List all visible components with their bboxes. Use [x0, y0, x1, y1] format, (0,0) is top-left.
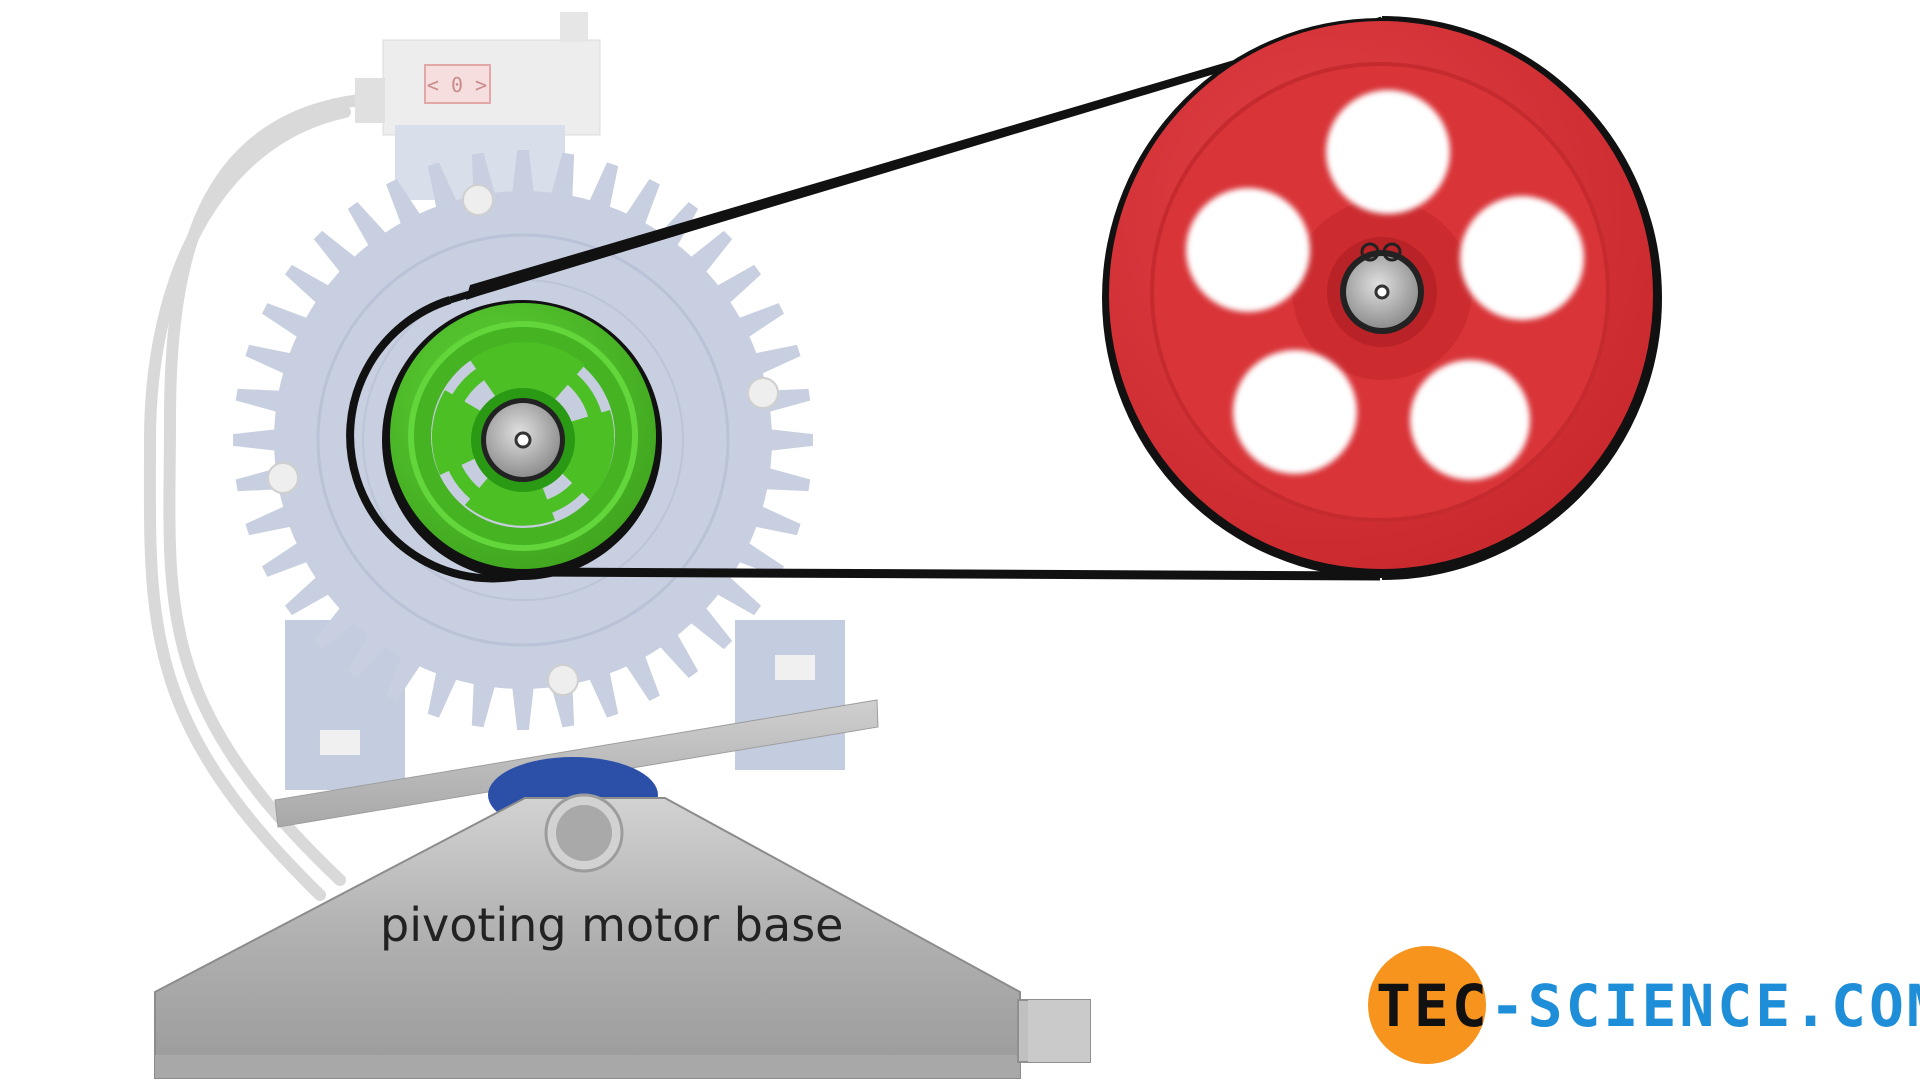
motor-cooling-fin [386, 178, 422, 227]
logo-text-tec: TEC [1376, 972, 1490, 1040]
motor-cooling-fin [427, 162, 458, 211]
motor-cooling-fin [313, 230, 358, 275]
motor-cooling-fin [427, 669, 458, 718]
motor-cooling-fin [624, 178, 660, 227]
pivot-bolt [544, 793, 624, 873]
logo-text: TEC-SCIENCE.COM [1376, 972, 1920, 1040]
motor-bolts [267, 184, 779, 696]
motor-cooling-fin [688, 605, 733, 650]
motor-cooling-fin [511, 150, 535, 196]
motor-cooling-fin [233, 428, 279, 452]
motor-cooling-fin [767, 428, 813, 452]
motor-cooling-fin [657, 631, 699, 679]
motor-cooling-fin [688, 230, 733, 275]
motor-cooling-fin [752, 344, 801, 375]
motor-cooling-fin [245, 344, 294, 375]
small-drive-pulley [382, 300, 662, 580]
pivoting-motor-base [154, 797, 1091, 1079]
motor-end-shield-ring [316, 233, 730, 647]
motor-cooling-fin [588, 162, 619, 211]
motor-cooling-fin [471, 680, 496, 728]
motor-cooling-fin [550, 152, 575, 200]
motor-cooling-fin [284, 264, 332, 306]
logo-text-com: .COM [1793, 972, 1920, 1040]
motor-cooling-fin [511, 684, 535, 730]
motor-cooling-fin [261, 303, 310, 339]
motor-cooling-fin [261, 541, 310, 577]
large-driven-pulley [1102, 18, 1658, 578]
motor-cooling-fin [245, 505, 294, 536]
terminal-display-text: < 0 > [427, 73, 487, 97]
logo-circle [1368, 946, 1486, 1064]
motor-cooling-fin [736, 303, 785, 339]
motor-cooling-fin [347, 631, 389, 679]
motor-cooling-fin [235, 388, 283, 413]
motor-cooling-fin [284, 574, 332, 616]
motor-cooling-fin [752, 505, 801, 536]
motor-cooling-fin [313, 605, 358, 650]
motor-cooling-fin [624, 653, 660, 702]
motor-cables [143, 94, 366, 901]
logo-text-science: -SCIENCE [1489, 972, 1794, 1040]
pivoting-motor-base-label: pivoting motor base [380, 898, 844, 952]
motor-cooling-fin [714, 574, 762, 616]
motor-cooling-fin [588, 669, 619, 718]
motor-cooling-fin [386, 653, 422, 702]
motor-cooling-fin [763, 467, 811, 492]
motor-cooling-fin [347, 201, 389, 249]
tec-science-logo: TEC-SCIENCE.COM [1368, 946, 1920, 1064]
motor-cooling-fin [736, 541, 785, 577]
motor-cooling-fin [714, 264, 762, 306]
